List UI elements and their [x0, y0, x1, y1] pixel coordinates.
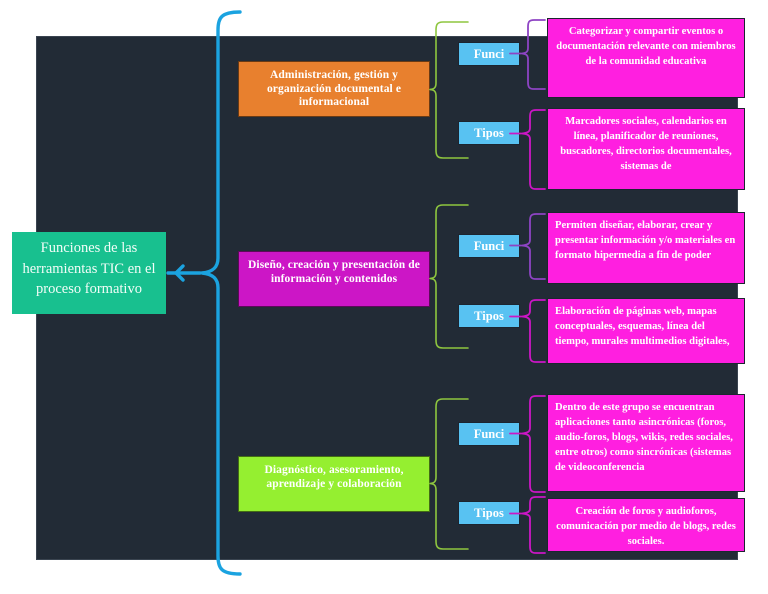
leaf-tipos-diseno[interactable]: Elaboración de páginas web, mapas concep… [547, 298, 745, 364]
chip-tipos-diagnostico[interactable]: Tipos [458, 501, 520, 525]
branch-node-diseno[interactable]: Diseño, creación y presentación de infor… [238, 251, 430, 307]
leaf-funciones-administracion[interactable]: Categorizar y compartir eventos o docume… [547, 18, 745, 98]
leaf-tipos-administracion[interactable]: Marcadores sociales, calendarios en líne… [547, 108, 745, 190]
chip-tipos-administracion[interactable]: Tipos [458, 121, 520, 145]
chip-funciones-diagnostico[interactable]: Funci [458, 422, 520, 446]
leaf-funciones-diseno[interactable]: Permiten diseñar, elaborar, crear y pres… [547, 212, 745, 284]
chip-funciones-administracion[interactable]: Funci [458, 42, 520, 66]
branch-node-diagnostico[interactable]: Diagnóstico, asesoramiento, aprendizaje … [238, 456, 430, 512]
chip-funciones-diseno[interactable]: Funci [458, 234, 520, 258]
leaf-tipos-diagnostico[interactable]: Creación de foros y audioforos, comunica… [547, 498, 745, 552]
branch-node-administracion[interactable]: Administración, gestión y organización d… [238, 61, 430, 117]
chip-tipos-diseno[interactable]: Tipos [458, 304, 520, 328]
leaf-funciones-diagnostico[interactable]: Dentro de este grupo se encuentran aplic… [547, 394, 745, 492]
root-node[interactable]: Funciones de las herramientas TIC en el … [12, 232, 166, 314]
